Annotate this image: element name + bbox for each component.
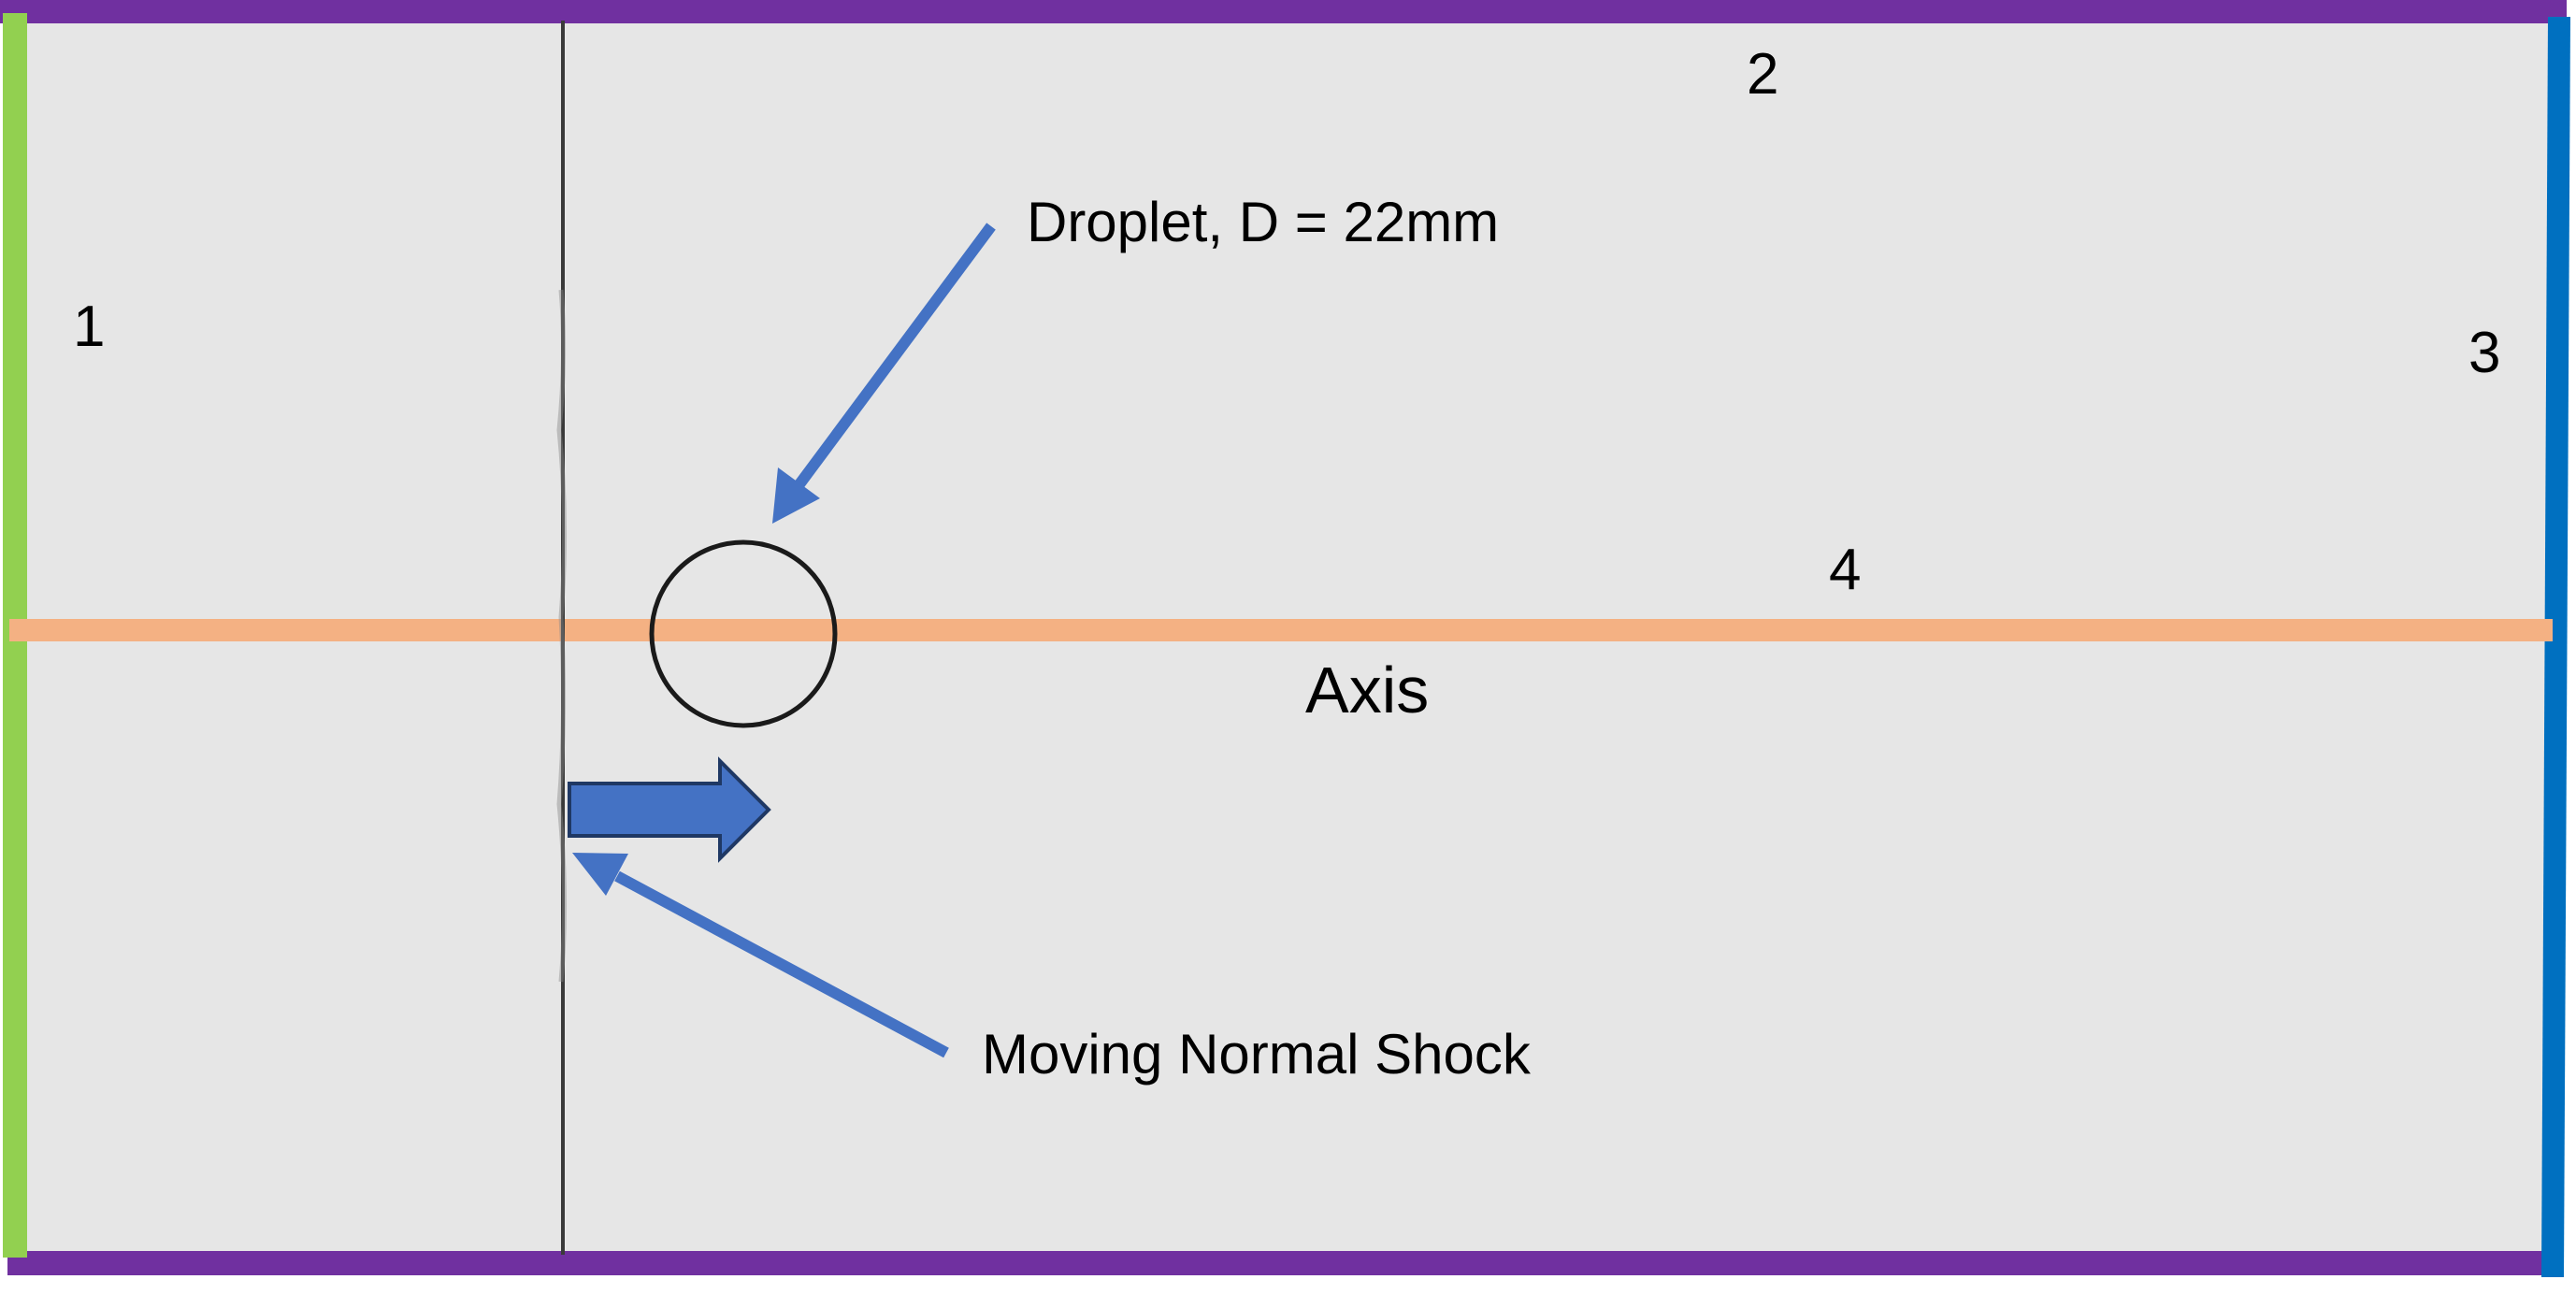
shock-label: Moving Normal Shock [982, 1023, 1532, 1086]
droplet-pointer-arrow [772, 223, 996, 524]
left-boundary-label: 1 [73, 295, 105, 359]
droplet-label: Droplet, D = 22mm [1027, 191, 1499, 253]
shock-line-fuzz [556, 289, 568, 983]
top-boundary-label: 2 [1747, 42, 1778, 107]
droplet-circle [649, 539, 838, 728]
right-boundary-label: 3 [2468, 321, 2500, 385]
right-boundary [2541, 16, 2570, 1278]
shock-direction-arrow [568, 756, 771, 863]
axis-boundary-label: 4 [1829, 538, 1861, 602]
shock-pointer-arrow [572, 853, 949, 1058]
axis-label: Axis [1305, 654, 1429, 726]
